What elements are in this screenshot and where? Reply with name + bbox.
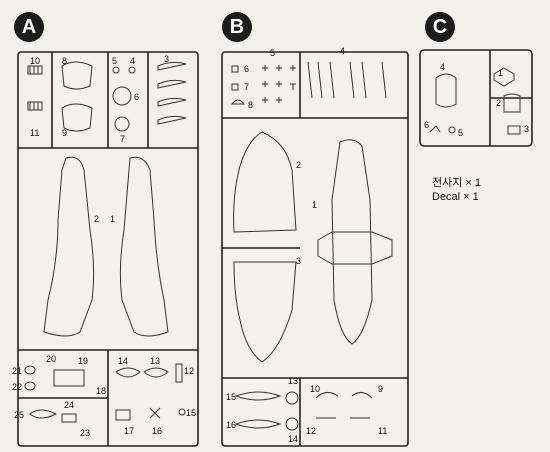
part-b8-label: 8 [248, 100, 254, 110]
instruction-sheet-count: 전사지 × 1 [432, 177, 482, 189]
wing-upper-2 [233, 131, 297, 233]
part-c5-label: 5 [458, 128, 464, 138]
part-a25-label: 25 [14, 410, 25, 420]
part-a5-label: 5 [112, 56, 118, 66]
sprue-b-badge: B [222, 12, 252, 42]
part-a15-label: 15 [186, 408, 197, 418]
part-a14-label: 14 [118, 356, 129, 366]
fuselage-half-2 [43, 156, 95, 337]
part-a13-label: 13 [150, 356, 161, 366]
lower-wing-body [331, 139, 373, 345]
sprue-a-badge: A [14, 12, 44, 42]
part-b4-label: 4 [340, 46, 346, 56]
part-b12-label: 12 [306, 426, 317, 436]
part-b13-label: 13 [288, 376, 299, 386]
part-b16-label: 16 [226, 420, 237, 430]
part-b14-label: 14 [288, 434, 299, 444]
part-b7-label: 7 [244, 82, 250, 92]
part-a1-label: 1 [110, 214, 116, 224]
wing-lower-3 [233, 261, 297, 363]
part-a10-label: 10 [30, 56, 41, 66]
part-a22-label: 22 [12, 382, 23, 392]
part-b10-label: 10 [310, 384, 321, 394]
part-c4-label: 4 [440, 62, 446, 72]
part-a16-label: 16 [152, 426, 163, 436]
kit-extras: 전사지 × 1 Decal × 1 [432, 176, 481, 204]
part-b1-label: 1 [312, 200, 318, 210]
part-b2-label: 2 [296, 160, 302, 170]
part-a6-label: 6 [134, 92, 140, 102]
part-a17-label: 17 [124, 426, 135, 436]
part-a9-label: 9 [62, 128, 68, 138]
fuselage-half-1 [119, 156, 169, 337]
part-b11-label: 11 [378, 426, 388, 436]
part-a7-label: 7 [120, 134, 126, 144]
part-b5-label: 5 [270, 48, 276, 58]
sprue-c-badge: C [425, 12, 455, 42]
part-a3-label: 3 [164, 54, 170, 64]
part-c3-label: 3 [524, 124, 530, 134]
part-a12-label: 12 [184, 366, 195, 376]
part-c6-label: 6 [424, 120, 430, 130]
part-a18-label: 18 [96, 386, 107, 396]
part-b6-label: 6 [244, 64, 250, 74]
part-a19-label: 19 [78, 356, 89, 366]
part-a11-label: 11 [30, 128, 40, 138]
decal-count: Decal × 1 [432, 191, 479, 203]
part-b9-label: 9 [378, 384, 384, 394]
part-c1-label: 1 [498, 68, 504, 78]
part-a8-label: 8 [62, 56, 68, 66]
part-a20-label: 20 [46, 354, 57, 364]
part-a24-label: 24 [64, 400, 75, 410]
part-b15-label: 15 [226, 392, 237, 402]
sprue-b-frame [221, 51, 409, 447]
part-c2-label: 2 [496, 98, 502, 108]
part-a23-label: 23 [80, 428, 91, 438]
part-a2-label: 2 [94, 214, 100, 224]
part-a21-label: 21 [12, 366, 23, 376]
part-a4-label: 4 [130, 56, 136, 66]
part-b3-label: 3 [296, 256, 302, 266]
